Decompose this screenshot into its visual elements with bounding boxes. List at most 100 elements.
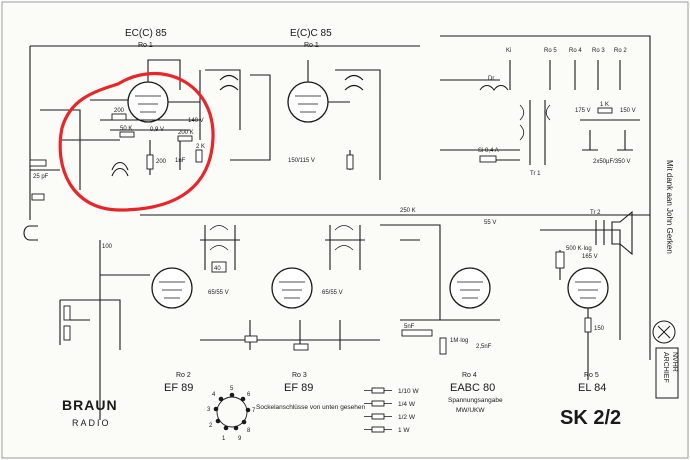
legend-row-2: 1/4 W	[398, 401, 416, 408]
legend-subtitle: MW/UKW	[456, 407, 485, 414]
if-transformer-2	[200, 225, 240, 270]
filter-caps	[580, 119, 640, 151]
res-40-ro2	[211, 261, 227, 273]
socket-pin-3: 3	[207, 407, 211, 413]
hv-bus	[440, 35, 651, 360]
res-80	[63, 305, 71, 321]
volt-65a-label: 65/55 V	[208, 290, 229, 296]
side-credit: Mit dank aan John Gerken	[665, 160, 674, 254]
wattage-legend	[364, 387, 392, 433]
tube-ro2-ref: Ro 2	[176, 372, 191, 379]
transformer-tr1	[519, 100, 551, 165]
cap-5nf-label: 5nF	[404, 324, 415, 330]
bottom-left-wiring	[59, 299, 121, 350]
pot-1m-label: 1M·log	[450, 338, 468, 344]
choke-dr-label: Dr	[488, 76, 494, 82]
res-200b	[146, 154, 154, 170]
res-40-label: 40	[214, 266, 221, 272]
volt-175-label: 175 V	[575, 108, 591, 114]
legend-row-1: 1/10 W	[398, 388, 419, 395]
res-1k-psu-label: 1 K	[600, 102, 609, 108]
cap-5nf	[401, 329, 433, 337]
tube-ro1b-type: E(C)C 85	[290, 28, 332, 39]
stamp-line2: NVHR	[671, 352, 678, 372]
socket-pinout: 5 6 7 8 9 1 2 3 4	[207, 386, 256, 442]
tube-ro1a-ref: Ro 1	[138, 42, 153, 49]
socket-pin-2: 2	[209, 423, 213, 429]
transformer-tr2-label: Tr 2	[590, 210, 601, 216]
filter-caps-label: 2x50µF/350 V	[593, 159, 630, 165]
fuse-si-label: Si 0,4 A	[478, 148, 499, 154]
cap-25nf-label: 2,5nF	[476, 344, 492, 350]
socket-caption-text: Sockelanschlüsse von unten gesehen	[256, 404, 366, 411]
volt-140-label: 140 V	[188, 118, 204, 124]
res-200	[111, 113, 127, 121]
tube-ro1a	[127, 59, 181, 123]
res-r1b	[346, 154, 354, 170]
switch-ki-label: Ki	[506, 48, 511, 54]
socket-pin-9: 9	[238, 436, 242, 442]
socket-pin-8: 8	[247, 428, 251, 434]
switch-row: Ki Ro 5 Ro 4 Ro 3 Ro 2	[506, 48, 627, 90]
left-signal	[99, 240, 150, 420]
archive-stamp	[652, 320, 679, 399]
tube-ro4-type: EABC 80	[450, 382, 495, 394]
osc-wiring	[90, 70, 201, 175]
input-wiring	[29, 46, 120, 220]
legend-row-3: 1/2 W	[398, 414, 416, 421]
res-50k	[119, 131, 135, 138]
highlight-circle	[58, 72, 215, 212]
volt-165-label: 165 V	[582, 254, 598, 260]
cathode-wiring	[200, 320, 380, 350]
tube-ro1b	[287, 60, 350, 123]
socket-pin-5: 5	[230, 386, 234, 392]
volt-55-label: 55 V	[484, 220, 496, 226]
tube-ro1b-ref: Ro 1	[304, 42, 319, 49]
volt-09-label: 0,9 V	[150, 127, 164, 133]
cap-25pf	[29, 159, 47, 167]
tube-ro3-ref: Ro 3	[292, 372, 307, 379]
tube-ro5-ref: Ro 5	[584, 372, 599, 379]
res-1k-left	[31, 193, 45, 201]
res-200k-label: 200 K	[178, 130, 194, 136]
socket-pin-1: 1	[222, 436, 226, 442]
res-250-label: 250 K	[400, 208, 416, 214]
transformer-tr2	[595, 220, 605, 245]
pot-500k-label: 500 K·log	[566, 246, 592, 252]
fuse-si	[479, 155, 497, 163]
tube-ro2-type: EF 89	[164, 382, 193, 394]
brand-line2: RADIO	[72, 418, 111, 428]
transformer-tr1-label: Tr 1	[530, 171, 541, 177]
if-coil-2	[335, 69, 381, 180]
tube-ro3-type: EF 89	[284, 382, 313, 394]
res-2k	[195, 149, 203, 163]
res-500k-a	[244, 335, 258, 343]
brand-line1: BRAUN	[62, 397, 118, 413]
socket-pin-7: 7	[252, 408, 256, 414]
socket-pin-4: 4	[212, 392, 216, 398]
res-50k-label: 50 K	[120, 126, 132, 132]
osc-coil	[111, 161, 129, 177]
tube-ro5	[567, 267, 609, 309]
model-number: SK 2/2	[560, 407, 621, 429]
res-200k	[177, 135, 193, 142]
tube-ro4	[449, 267, 491, 309]
volt-65b-label: 65/55 V	[322, 290, 343, 296]
if-transformer-3	[325, 225, 365, 270]
legend-row-4: 1 W	[398, 427, 410, 434]
switch-ro3-label: Ro 3	[592, 48, 605, 54]
socket-pin-6: 6	[247, 392, 251, 398]
if-coil-1	[205, 69, 271, 161]
switch-ro5-label: Ro 5	[544, 48, 557, 54]
choke-dr	[440, 79, 509, 91]
switch-ro4-label: Ro 4	[569, 48, 582, 54]
tube-ro2	[151, 267, 193, 309]
speaker-icon	[611, 210, 633, 256]
res-5k	[63, 325, 71, 341]
volt-150b-label: 150 V	[620, 108, 636, 114]
switch-ro2-label: Ro 2	[614, 48, 627, 54]
socket-caption: Sockelanschlüsse von unten gesehen	[256, 404, 366, 411]
